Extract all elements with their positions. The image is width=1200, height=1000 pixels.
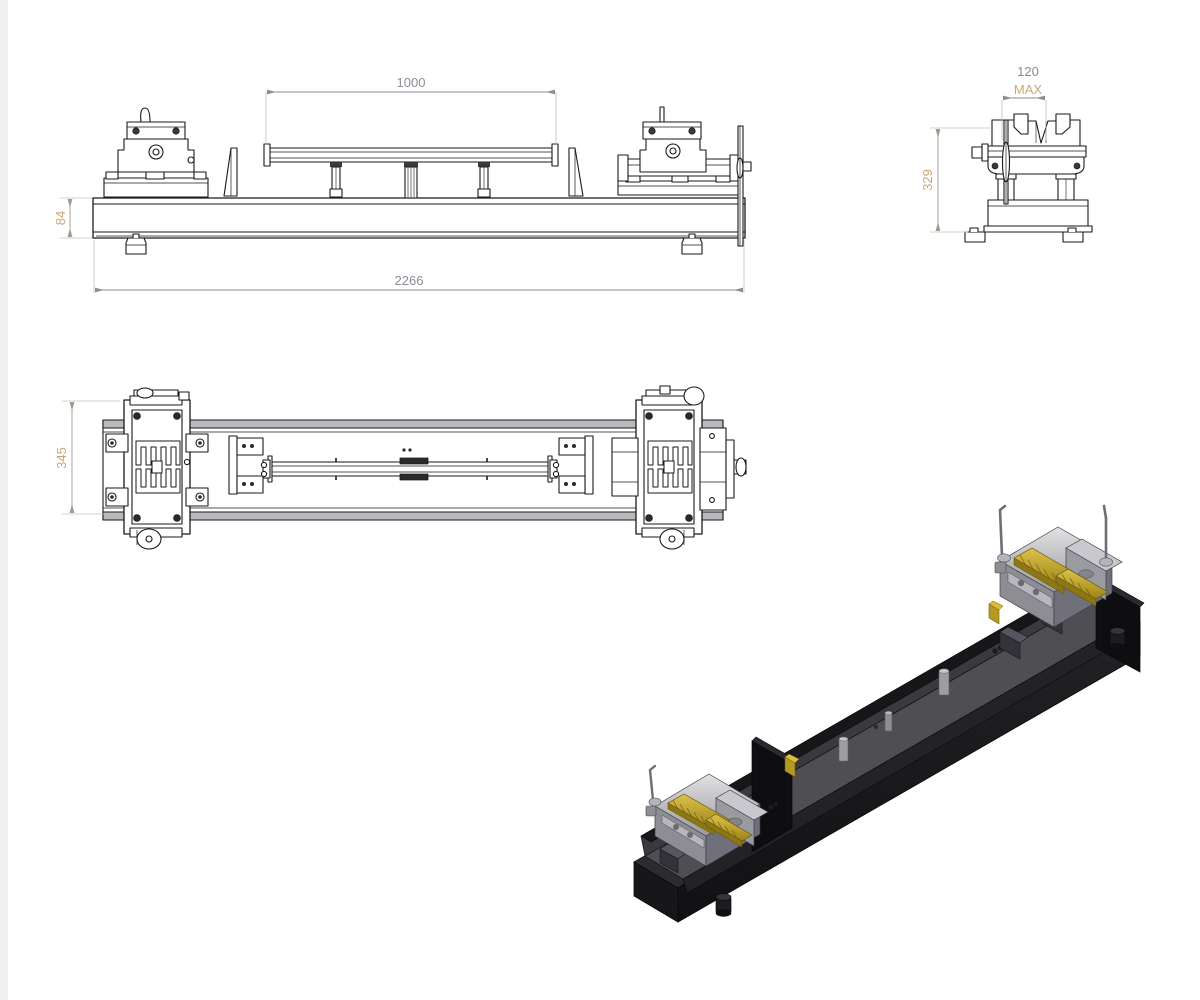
iso-locator-tab-left	[784, 753, 800, 778]
dim-overall-height: 329	[920, 127, 990, 233]
iso-dowel-pin-1	[838, 736, 849, 762]
iso-vise-assembly-right	[994, 504, 1123, 660]
dim-label-base-height: 84	[53, 211, 68, 225]
view-isometric-3d	[633, 504, 1145, 923]
dim-fixture-span: 1000	[265, 75, 557, 145]
rail-post-center	[404, 162, 418, 199]
plan-center-rail	[260, 448, 560, 483]
support-gusset-left	[223, 147, 238, 197]
iso-levelling-foot-left	[715, 893, 732, 917]
iso-dowel-pin-3	[938, 668, 950, 696]
plan-left-clamp-ears	[105, 433, 209, 507]
front-view-dimensions: 1000 2266 84	[53, 75, 745, 293]
side-vise-jaws	[991, 113, 1081, 147]
iso-dowel-pin-2	[884, 710, 893, 732]
iso-dowel-pins	[768, 645, 1003, 810]
dim-label-jaw-opening-note: MAX	[1014, 82, 1043, 97]
view-front-elevation	[92, 106, 752, 255]
dim-label-overall-height: 329	[920, 169, 935, 191]
plan-right-jaw-teeth	[647, 440, 693, 494]
base-foot-left	[125, 233, 147, 255]
side-base-plate	[964, 199, 1093, 243]
side-vise-body	[985, 145, 1087, 175]
plan-right-slide-body	[611, 427, 747, 511]
iso-right-handles	[994, 504, 1113, 574]
dim-label-overall-length: 2266	[395, 273, 424, 288]
view-side-elevation	[964, 113, 1093, 243]
dim-base-height: 84	[53, 197, 92, 239]
iso-vise-assembly-left	[645, 764, 769, 874]
dim-jaw-opening: 120 MAX	[1001, 64, 1047, 140]
iso-right-jaw-gold-front	[1055, 568, 1109, 607]
dim-overall-length: 2266	[93, 240, 745, 293]
side-view-dimensions: 120 MAX 329	[920, 64, 1047, 233]
side-lead-screw	[971, 119, 1011, 205]
dim-label-jaw-opening: 120	[1017, 64, 1039, 79]
view-plan	[102, 385, 747, 550]
iso-levelling-foot-right	[1109, 627, 1126, 651]
dim-label-fixture-span: 1000	[397, 75, 426, 90]
iso-left-handle	[645, 764, 662, 817]
plan-left-jaw-teeth	[135, 440, 181, 494]
rail-post-right	[477, 162, 491, 198]
vise-assembly-left-front	[103, 107, 209, 198]
plan-right-screw-hardware	[641, 385, 705, 550]
plan-center-brackets	[228, 435, 594, 495]
iso-left-jaw-gold-front	[705, 813, 753, 848]
vise-assembly-right-plan	[611, 385, 747, 550]
vise-assembly-right-front	[617, 106, 752, 247]
plan-view-dimensions: 345	[54, 400, 120, 515]
dim-overall-width: 345	[54, 400, 120, 515]
rail-post-left	[329, 162, 343, 198]
sheet-left-edge-strip	[0, 0, 8, 1000]
vise-assembly-left-plan	[105, 387, 209, 550]
plan-left-screw-hardware	[129, 387, 190, 550]
base-foot-right	[681, 233, 703, 255]
base-beam-front	[92, 197, 746, 239]
center-cross-rail-front	[263, 143, 559, 199]
support-gusset-right	[568, 147, 584, 197]
dim-label-overall-width: 345	[54, 447, 69, 469]
lead-screw-handwheel-front	[736, 125, 752, 247]
iso-locator-tab-right	[988, 600, 1004, 625]
iso-base-rail	[633, 579, 1141, 923]
